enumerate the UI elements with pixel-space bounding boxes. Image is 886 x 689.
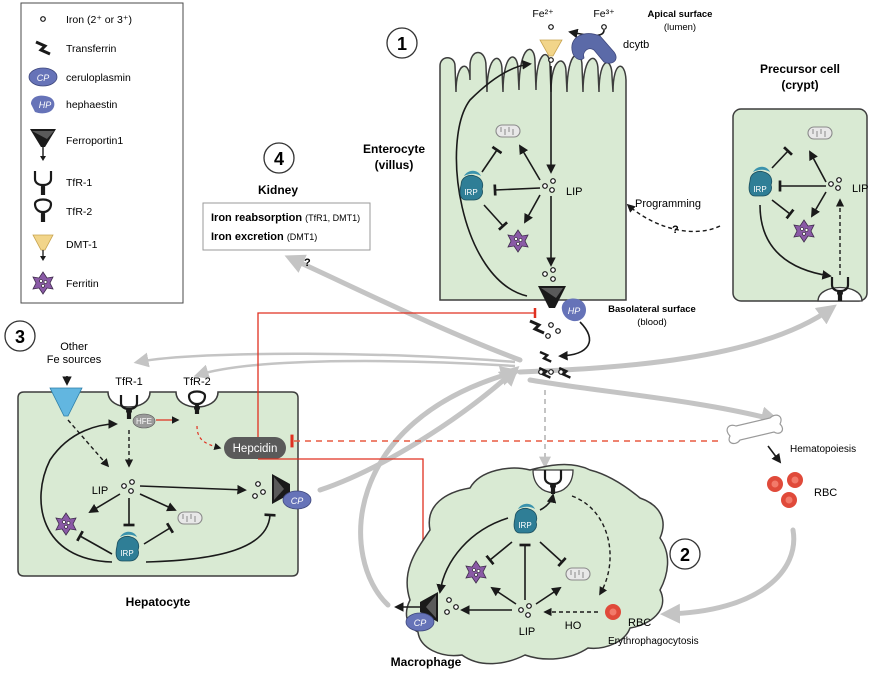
macrophage-number: 2 xyxy=(680,545,690,565)
precursor-tfr1 xyxy=(817,275,863,303)
hepcidin-badge: Hepcidin xyxy=(224,437,286,459)
enterocyte-lip-label: LIP xyxy=(566,186,583,198)
legend-label-ceruloplasmin: ceruloplasmin xyxy=(66,72,131,84)
enterocyte-title: Enterocyte xyxy=(363,142,425,156)
dcytb-label: dcytb xyxy=(623,39,649,51)
kidney-panel: 4 Kidney Iron reabsorption (TfR1, DMT1) … xyxy=(202,142,371,269)
enterocyte-subtitle: (villus) xyxy=(375,158,414,172)
dcytb-icon xyxy=(571,33,617,64)
legend-label-dmt1: DMT-1 xyxy=(66,239,98,251)
hephaestin-badge: HP xyxy=(39,100,52,110)
dmt1-transporter xyxy=(539,39,563,57)
kidney-number: 4 xyxy=(274,149,284,169)
ho-label: HO xyxy=(565,620,582,632)
legend-label-tfr2: TfR-2 xyxy=(66,206,92,218)
macrophage-irp-label: IRP xyxy=(518,521,531,530)
enterocyte-cell xyxy=(439,48,627,301)
iron-dot-icon xyxy=(40,16,46,22)
macrophage-cell xyxy=(405,463,669,665)
hephaestin-icon: HP xyxy=(31,95,55,114)
kidney-question: ? xyxy=(304,257,311,269)
basolateral-surface-label: Basolateral surface xyxy=(608,304,696,315)
legend-label-iron: Iron (2⁺ or 3⁺) xyxy=(66,14,132,26)
legend-label-ferritin: Ferritin xyxy=(66,278,99,290)
legend-label-tfr1: TfR-1 xyxy=(66,177,92,189)
enterocyte-number: 1 xyxy=(397,34,407,54)
flow-to-tfr2 xyxy=(193,359,516,380)
flow-rbc-to-macrophage xyxy=(660,527,797,624)
precursor-subtitle: (crypt) xyxy=(781,78,818,92)
enterocyte-irp-label: IRP xyxy=(464,188,477,197)
erythrophagocytosis-label: Erythrophagocytosis xyxy=(608,636,699,647)
dmt1-icon xyxy=(32,234,54,261)
flow-hepatocyte-to-blood xyxy=(317,365,520,493)
hepatocyte-tfr2 xyxy=(187,390,207,416)
programming-question: ? xyxy=(672,224,679,236)
flow-macrophage-to-blood xyxy=(358,366,521,608)
macrophage-panel: 2 Macrophage IRP LIP HO CP xyxy=(391,463,701,669)
bone-icon xyxy=(726,414,784,445)
macrophage-lip-label: LIP xyxy=(519,626,536,638)
rbc-cluster-icon xyxy=(767,472,803,508)
ceruloplasmin-badge: CP xyxy=(37,73,50,83)
legend: Iron (2⁺ or 3⁺) Transferrin CP cerulopla… xyxy=(20,2,184,304)
hepatocyte-title: Hepatocyte xyxy=(126,595,191,609)
precursor-lip-label: LIP xyxy=(852,183,869,195)
rbc-label: RBC xyxy=(814,487,837,499)
lumen-label: (lumen) xyxy=(664,22,696,33)
hematopoiesis-panel: Hematopoiesis RBC xyxy=(726,414,856,508)
fe2-label: Fe²⁺ xyxy=(532,8,553,20)
flow-to-tfr1 xyxy=(133,352,516,368)
precursor-irp-label: IRP xyxy=(753,185,766,194)
enterocyte-panel: 1 Enterocyte (villus) Fe²⁺ Fe³⁺ Apical s… xyxy=(363,8,713,361)
precursor-title: Precursor cell xyxy=(760,62,840,76)
kidney-reabsorption: Iron reabsorption (TfR1, DMT1) xyxy=(211,212,360,224)
hepatocyte-ceruloplasmin: CP xyxy=(282,490,312,510)
ceruloplasmin-icon: CP xyxy=(28,67,58,87)
hepatocyte-cp-label: CP xyxy=(291,496,304,506)
macrophage-title: Macrophage xyxy=(391,655,462,669)
hepatocyte-tfr2-label: TfR-2 xyxy=(183,376,211,388)
rbc-single-icon xyxy=(605,604,621,620)
blood-label: (blood) xyxy=(637,317,667,328)
macrophage-ceruloplasmin: CP xyxy=(405,612,435,632)
enterocyte-ferroportin xyxy=(538,286,566,308)
flow-to-kidney xyxy=(284,254,523,363)
legend-label-ferroportin: Ferroportin1 xyxy=(66,135,123,147)
legend-label-transferrin: Transferrin xyxy=(66,43,117,55)
macrophage-cp-label: CP xyxy=(414,618,427,628)
kidney-excretion: Iron excretion (DMT1) xyxy=(211,231,317,243)
hepatocyte-transporter xyxy=(49,387,83,417)
fe3-label: Fe³⁺ xyxy=(593,8,614,20)
hematopoiesis-label: Hematopoiesis xyxy=(790,444,856,455)
hepatocyte-cell xyxy=(17,391,299,577)
hfe-protein: HFE xyxy=(132,413,156,429)
enterocyte-hephaestin: HP xyxy=(561,298,586,322)
flow-to-hematopoiesis xyxy=(527,377,781,427)
apical-surface-label: Apical surface xyxy=(648,9,713,20)
kidney-title: Kidney xyxy=(258,183,298,197)
hepatocyte-number: 3 xyxy=(15,327,25,347)
legend-label-hephaestin: hephaestin xyxy=(66,99,118,111)
hepatocyte-tfr1-label: TfR-1 xyxy=(115,376,143,388)
precursor-panel: Precursor cell (crypt) IRP LIP Programmi… xyxy=(626,62,869,303)
macrophage-tfr1 xyxy=(532,468,574,496)
hepatocyte-irp-label: IRP xyxy=(120,549,133,558)
hepcidin-label: Hepcidin xyxy=(233,443,278,455)
hepatocyte-lip-label: LIP xyxy=(92,485,109,497)
erythrophagocytosis-rbc-label: RBC xyxy=(628,617,651,629)
hfe-label: HFE xyxy=(136,417,152,426)
enterocyte-hp-label: HP xyxy=(568,306,581,316)
hepatocyte-tfr1 xyxy=(119,393,139,421)
precursor-cell xyxy=(732,108,868,302)
programming-label: Programming xyxy=(635,198,701,210)
